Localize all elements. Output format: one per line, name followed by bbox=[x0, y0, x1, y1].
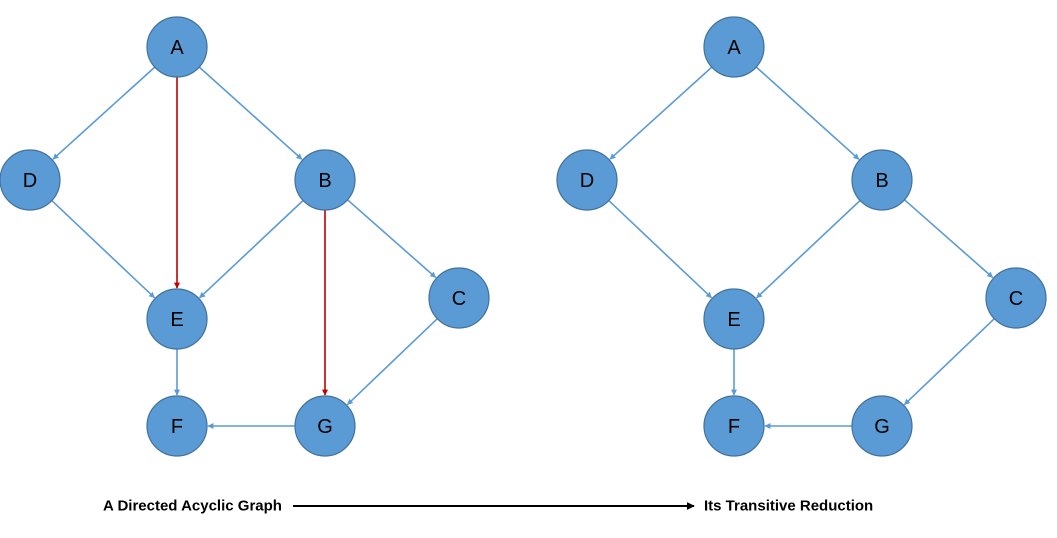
node-b: B bbox=[851, 149, 913, 211]
caption-left: A Directed Acyclic Graph bbox=[103, 498, 282, 515]
node-circle bbox=[294, 395, 356, 457]
node-label: G bbox=[874, 416, 890, 438]
node-label: A bbox=[170, 37, 184, 59]
edge-a-d bbox=[609, 66, 713, 160]
edge-c-g bbox=[903, 318, 995, 406]
node-c: C bbox=[428, 267, 490, 329]
transitive-reduction: A D B E C F G bbox=[556, 16, 1047, 457]
node-label: F bbox=[171, 416, 183, 438]
node-circle bbox=[703, 16, 765, 78]
node-e: E bbox=[703, 288, 765, 350]
caption-right: Its Transitive Reduction bbox=[704, 498, 873, 515]
node-circle bbox=[0, 149, 61, 211]
node-circle bbox=[294, 149, 356, 211]
node-label: B bbox=[875, 170, 888, 192]
node-label: E bbox=[727, 309, 740, 331]
node-circle bbox=[703, 288, 765, 350]
node-label: D bbox=[23, 170, 37, 192]
node-label: C bbox=[452, 288, 466, 310]
edge-c-g bbox=[346, 318, 438, 406]
edge-b-c bbox=[903, 199, 994, 279]
edge-d-e bbox=[51, 200, 156, 299]
node-a: A bbox=[703, 16, 765, 78]
node-circle bbox=[146, 288, 208, 350]
edge-b-e bbox=[199, 199, 304, 299]
node-b: B bbox=[294, 149, 356, 211]
node-a: A bbox=[146, 16, 208, 78]
edge-b-c bbox=[346, 199, 437, 279]
node-circle bbox=[851, 149, 913, 211]
node-circle bbox=[556, 149, 618, 211]
edge-a-b bbox=[198, 66, 303, 160]
transitive-reduction-nodes: A D B E C F G bbox=[556, 16, 1047, 457]
node-circle bbox=[985, 267, 1047, 329]
node-label: B bbox=[318, 170, 331, 192]
node-label: D bbox=[580, 170, 594, 192]
node-c: C bbox=[985, 267, 1047, 329]
node-label: F bbox=[728, 416, 740, 438]
transitive-reduction-edges bbox=[608, 66, 995, 429]
node-label: E bbox=[170, 309, 183, 331]
node-f: F bbox=[703, 395, 765, 457]
node-e: E bbox=[146, 288, 208, 350]
node-label: A bbox=[727, 37, 741, 59]
original-dag: A D B E C F G bbox=[0, 16, 490, 457]
node-label: C bbox=[1009, 288, 1023, 310]
node-g: G bbox=[294, 395, 356, 457]
node-circle bbox=[146, 16, 208, 78]
node-circle bbox=[851, 395, 913, 457]
node-f: F bbox=[146, 395, 208, 457]
node-circle bbox=[428, 267, 490, 329]
edge-b-e bbox=[756, 199, 861, 299]
edge-d-e bbox=[608, 200, 713, 299]
node-circle bbox=[146, 395, 208, 457]
node-d: D bbox=[0, 149, 61, 211]
edge-a-d bbox=[52, 66, 156, 160]
edge-a-b bbox=[755, 66, 860, 160]
node-label: G bbox=[317, 416, 333, 438]
node-d: D bbox=[556, 149, 618, 211]
node-circle bbox=[703, 395, 765, 457]
node-g: G bbox=[851, 395, 913, 457]
original-dag-nodes: A D B E C F G bbox=[0, 16, 490, 457]
original-dag-edges bbox=[51, 66, 438, 429]
